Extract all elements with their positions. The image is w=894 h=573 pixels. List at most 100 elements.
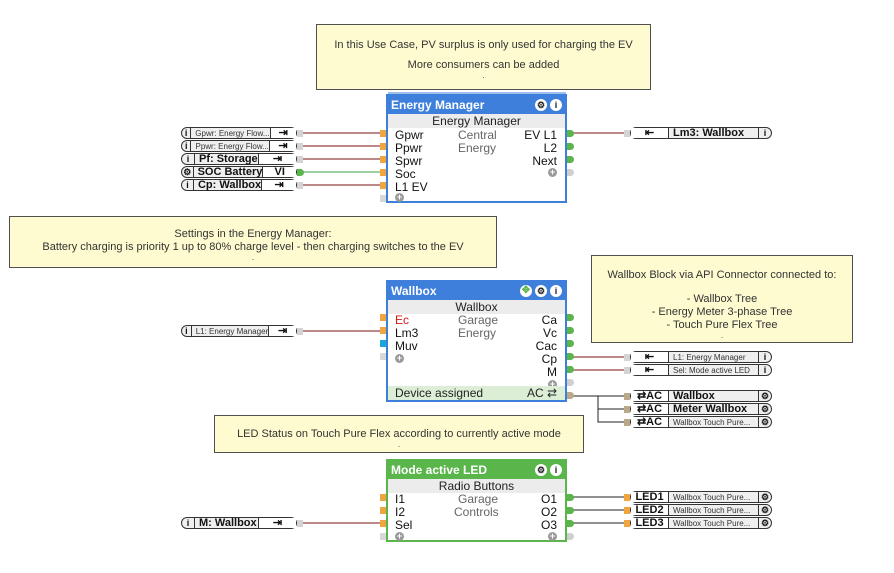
settings-icon[interactable]: ⚙	[535, 464, 547, 476]
device-pin[interactable]	[567, 392, 574, 399]
input-pin-empty[interactable]	[380, 353, 386, 360]
input-muv[interactable]: Muv	[395, 339, 418, 353]
output-l2[interactable]: L2	[543, 141, 557, 155]
output-pin[interactable]	[567, 314, 574, 321]
block-header[interactable]: Wallbox ✥ ⚙ i	[388, 282, 565, 300]
output-pin[interactable]	[567, 520, 574, 527]
ref-out-sel-mode-led[interactable]: ⇤ Sel: Mode active LED i	[630, 364, 772, 376]
add-input-icon[interactable]: +	[395, 531, 404, 541]
input-pin[interactable]	[380, 327, 386, 334]
info-icon[interactable]: i	[550, 99, 562, 111]
settings-icon[interactable]: ⚙	[535, 285, 547, 297]
info-icon[interactable]: i	[182, 518, 195, 528]
output-o2[interactable]: O2	[540, 505, 557, 519]
input-ec[interactable]: Ec	[395, 313, 410, 327]
input-pin[interactable]	[380, 143, 386, 150]
info-icon[interactable]: i	[182, 180, 194, 190]
settings-icon[interactable]: ⚙	[535, 99, 547, 111]
ref-lm3-wallbox[interactable]: ⇤ Lm3: Wallbox i	[630, 127, 772, 139]
output-pin-empty[interactable]	[567, 379, 574, 386]
ref-l1-energy-manager[interactable]: i L1: Energy Manager ⇥	[181, 325, 297, 337]
input-pin[interactable]	[380, 156, 386, 163]
ref-ppwr[interactable]: i Ppwr: Energy Flow... ⇥	[181, 140, 297, 152]
ref-pf-storage[interactable]: i Pf: Storage ⇥	[181, 153, 297, 165]
add-output-icon[interactable]: +	[548, 531, 557, 541]
block-header[interactable]: Energy Manager ⚙ i	[388, 96, 565, 114]
settings-icon[interactable]: ⚙	[758, 417, 771, 427]
device-assigned-bar[interactable]: Device assigned AC ⇄	[388, 386, 565, 400]
input-pin-empty[interactable]	[380, 533, 386, 540]
wallbox-block[interactable]: Wallbox ✥ ⚙ i Wallbox Ec Lm3 Muv Garage …	[386, 280, 567, 402]
add-output-icon[interactable]: +	[548, 167, 557, 177]
output-pin-empty[interactable]	[567, 533, 574, 540]
input-lm3[interactable]: Lm3	[395, 326, 419, 340]
output-vc[interactable]: Vc	[542, 326, 557, 340]
input-pin[interactable]	[380, 182, 386, 189]
input-pin[interactable]	[380, 520, 386, 527]
settings-icon[interactable]: ⚙	[758, 404, 771, 414]
info-icon[interactable]: i	[758, 365, 771, 375]
info-icon[interactable]: i	[758, 352, 771, 362]
input-pin[interactable]	[380, 130, 386, 137]
output-o3[interactable]: O3	[540, 518, 557, 532]
input-spwr[interactable]: Spwr	[395, 154, 423, 168]
input-gpwr[interactable]: Gpwr	[395, 128, 424, 142]
output-cac[interactable]: Cac	[535, 339, 557, 353]
settings-icon[interactable]: ⚙	[758, 505, 771, 515]
ref-device-touch-pure[interactable]: ⇄AC Wallbox Touch Pure... ⚙	[630, 416, 772, 428]
output-pin[interactable]	[567, 327, 574, 334]
output-o1[interactable]: O1	[540, 492, 557, 506]
output-pin-empty[interactable]	[567, 169, 574, 176]
ref-cp-wallbox[interactable]: i Cp: Wallbox ⇥	[181, 179, 297, 191]
info-icon[interactable]: i	[182, 141, 192, 151]
settings-icon[interactable]: ⚙	[758, 492, 771, 502]
output-m[interactable]: M	[547, 365, 557, 379]
info-icon[interactable]: i	[182, 128, 192, 138]
info-icon[interactable]: i	[182, 154, 195, 164]
add-input-icon[interactable]: +	[395, 353, 404, 363]
settings-icon[interactable]: ⚙	[758, 391, 771, 401]
ref-out-l1-energy-manager[interactable]: ⇤ L1: Energy Manager i	[630, 351, 772, 363]
output-pin[interactable]	[567, 366, 574, 373]
add-output-icon[interactable]: +	[548, 379, 557, 389]
ref-m-wallbox[interactable]: i M: Wallbox ⇥	[181, 517, 297, 529]
ref-led3[interactable]: LED3 Wallbox Touch Pure... ⚙	[630, 517, 772, 529]
energy-manager-block[interactable]: Energy Manager ⚙ i Energy Manager Gpwr P…	[386, 94, 567, 203]
input-i1[interactable]: I1	[395, 492, 406, 506]
ref-led2[interactable]: LED2 Wallbox Touch Pure... ⚙	[630, 504, 772, 516]
block-header[interactable]: Mode active LED ⚙ i	[388, 461, 565, 479]
output-pin[interactable]	[567, 143, 574, 150]
output-pin[interactable]	[567, 156, 574, 163]
settings-icon[interactable]: ⚙	[758, 518, 771, 528]
input-ppwr[interactable]: Ppwr	[395, 141, 423, 155]
ref-soc-battery[interactable]: ⚙ SOC Battery VI	[181, 166, 297, 178]
output-pin[interactable]	[567, 353, 574, 360]
info-icon[interactable]: i	[550, 285, 562, 297]
output-next[interactable]: Next	[532, 154, 557, 168]
ref-led1[interactable]: LED1 Wallbox Touch Pure... ⚙	[630, 491, 772, 503]
ref-device-wallbox[interactable]: ⇄AC Wallbox ⚙	[630, 390, 772, 402]
ref-gpwr[interactable]: i Gpwr: Energy Flow... ⇥	[181, 127, 297, 139]
output-pin[interactable]	[567, 340, 574, 347]
output-ev-l1[interactable]: EV L1	[524, 128, 557, 142]
settings-icon[interactable]: ⚙	[182, 167, 194, 177]
input-l1-ev[interactable]: L1 EV	[395, 180, 428, 194]
output-pin[interactable]	[567, 130, 574, 137]
info-icon[interactable]: i	[550, 464, 562, 476]
input-pin[interactable]	[380, 494, 386, 501]
input-pin[interactable]	[380, 314, 386, 321]
input-soc[interactable]: Soc	[395, 167, 416, 181]
move-icon[interactable]: ✥	[520, 285, 532, 297]
output-pin[interactable]	[567, 507, 574, 514]
output-pin[interactable]	[567, 494, 574, 501]
ref-device-meter-wallbox[interactable]: ⇄AC Meter Wallbox ⚙	[630, 403, 772, 415]
info-icon[interactable]: i	[182, 326, 192, 336]
info-icon[interactable]: i	[758, 128, 771, 138]
input-i2[interactable]: I2	[395, 505, 406, 519]
input-pin[interactable]	[380, 340, 386, 347]
mode-active-led-block[interactable]: Mode active LED ⚙ i Radio Buttons I1 I2 …	[386, 459, 567, 542]
input-pin-empty[interactable]	[380, 195, 386, 202]
output-cp[interactable]: Cp	[541, 352, 557, 366]
input-pin[interactable]	[380, 507, 386, 514]
add-input-icon[interactable]: +	[395, 192, 404, 202]
